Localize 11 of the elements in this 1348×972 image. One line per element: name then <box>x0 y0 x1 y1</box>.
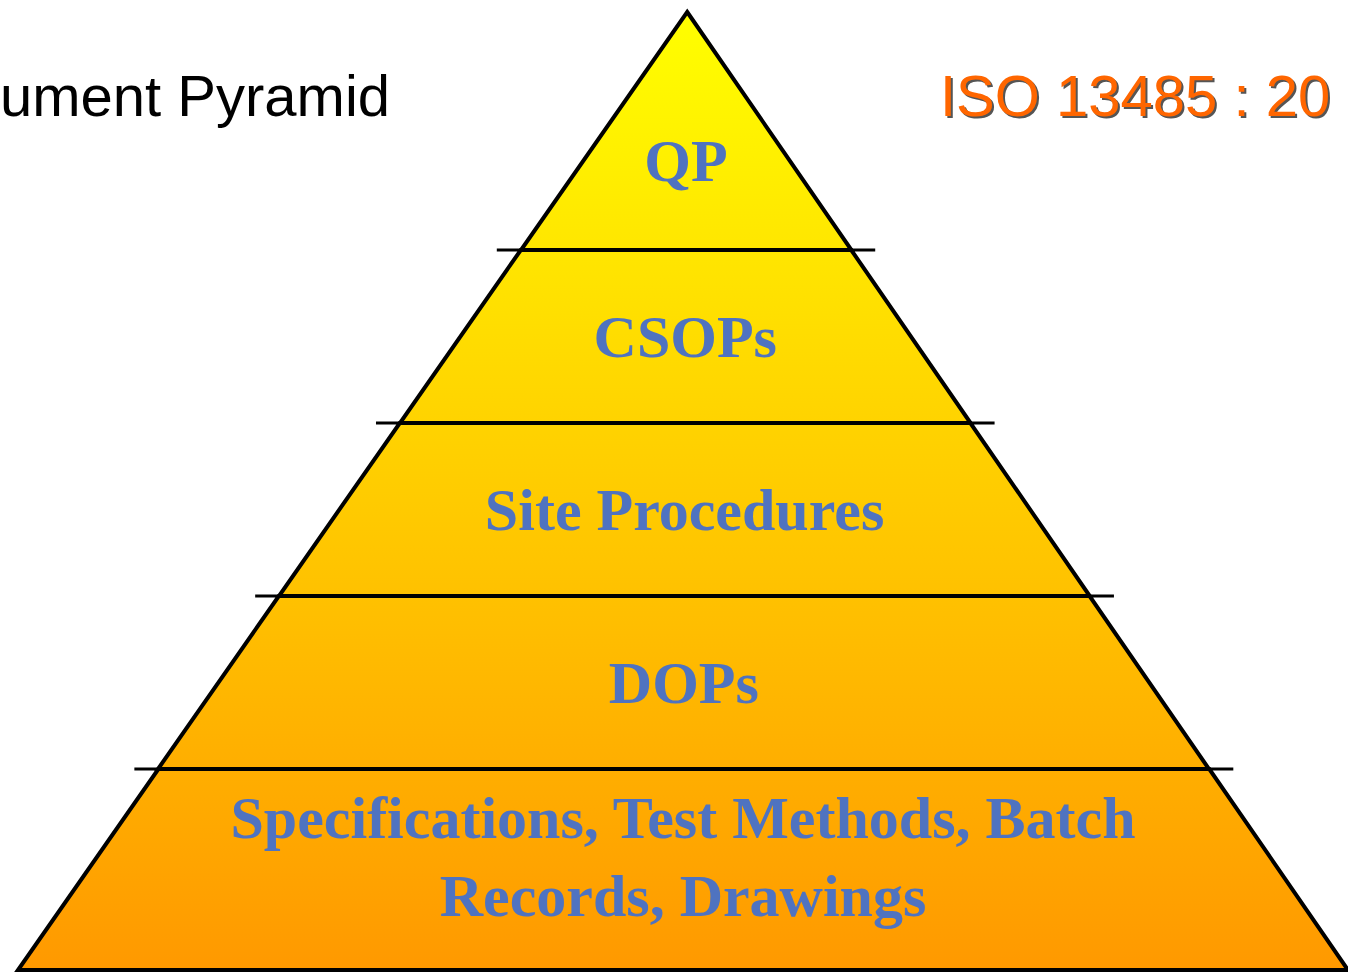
tier-label: DOPs <box>607 648 760 718</box>
pyramid-tier <box>276 423 1093 596</box>
pyramid-tier <box>155 596 1213 769</box>
pyramid-tier <box>15 769 1348 970</box>
tier-label: CSOPs <box>592 302 778 372</box>
tier-label: QP <box>643 127 729 196</box>
tier-label: Specifications, Test Methods, Batch Records, Drawings <box>229 784 1137 931</box>
pyramid-tier <box>397 250 974 423</box>
standard-label: ISO 13485 : 20 <box>940 62 1331 129</box>
diagram-title: ument Pyramid <box>0 62 391 129</box>
tier-label: Site Procedures <box>483 475 886 545</box>
